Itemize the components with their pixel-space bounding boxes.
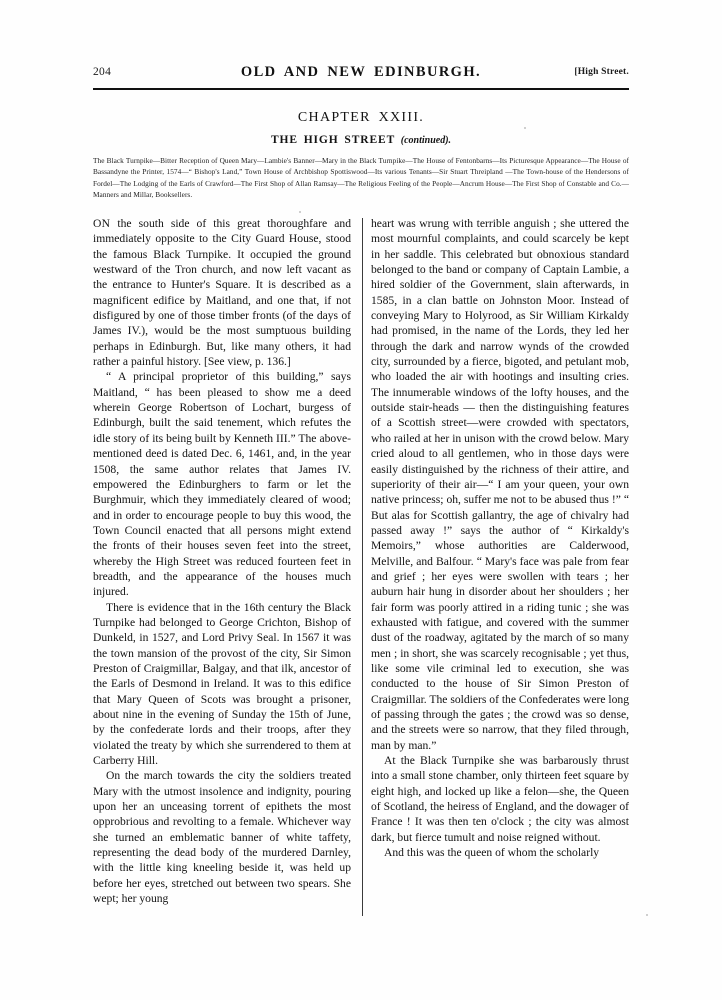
chapter-argument-summary: The Black Turnpike—Bitter Reception of Q… [93, 156, 629, 200]
body-paragraph: ON the south side of this great thorough… [93, 217, 351, 369]
scan-speck [646, 914, 648, 916]
header-rule [93, 88, 629, 90]
body-column-right: heart was wrung with terrible anguish ; … [371, 216, 629, 860]
scan-speck [299, 211, 301, 213]
body-paragraph: On the march towards the city the soldie… [93, 769, 351, 906]
body-paragraph: At the Black Turnpike she was barbarousl… [371, 754, 629, 844]
chapter-subtitle-main: THE HIGH STREET [270, 134, 395, 146]
running-head: 204 OLD AND NEW EDINBURGH. [High Street. [93, 64, 629, 84]
chapter-subtitle-continued: (continued). [400, 135, 452, 146]
column-divider-rule [362, 218, 363, 916]
chapter-number-heading: CHAPTER XXIII. [297, 110, 425, 125]
scan-speck [524, 127, 526, 129]
body-paragraph: There is evidence that in the 16th centu… [93, 600, 351, 768]
chapter-subtitle-heading: THE HIGH STREET (continued). [93, 134, 629, 146]
paragraph-opening-smallcaps: ON [93, 217, 111, 230]
body-paragraph: And this was the queen of whom the schol… [384, 846, 600, 860]
page-folio-number: 204 [93, 66, 112, 78]
body-paragraph: heart was wrung with terrible anguish ; … [371, 217, 629, 752]
scan-speck [436, 141, 438, 143]
body-column-left: ON the south side of this great thorough… [93, 216, 351, 906]
body-paragraph: “ A principal proprietor of this buildin… [93, 370, 351, 599]
running-head-section-marker: [High Street. [574, 67, 629, 77]
running-head-title: OLD AND NEW EDINBURGH. [240, 64, 482, 80]
